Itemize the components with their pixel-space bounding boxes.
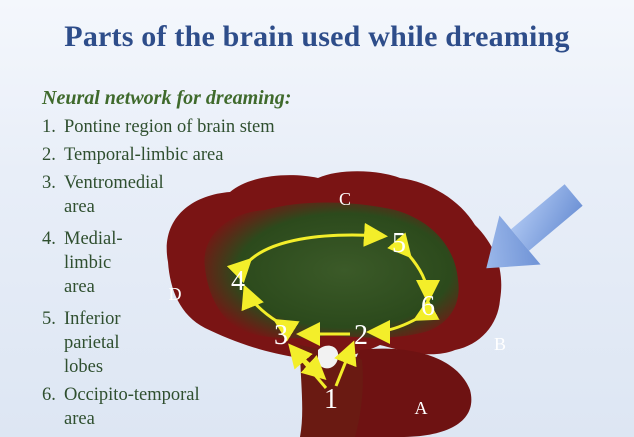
list-item-text: Occipito-temporal area (64, 385, 200, 429)
cerebellum (347, 348, 472, 437)
list-item-number: 2. (42, 145, 56, 165)
list-item-number: 6. (42, 385, 56, 405)
list-item: 1. Pontine region of brain stem (42, 115, 275, 139)
region-a-label: A (415, 398, 428, 418)
node-1: 1 (324, 384, 338, 415)
list-item-number: 5. (42, 309, 56, 329)
node-3: 3 (274, 320, 288, 351)
list-item-number: 3. (42, 173, 56, 193)
arrow-1-2 (334, 340, 357, 387)
list-item-text: Pontine region of brain stem (64, 117, 275, 137)
region-b-label: B (494, 334, 506, 354)
list-item-text: Medial- limbic area (64, 229, 123, 297)
page-title: Parts of the brain used while dreaming (64, 20, 570, 53)
arrow-4-5 (226, 222, 388, 284)
node-4: 4 (231, 266, 245, 297)
arrow-3-1 (298, 354, 327, 381)
list-item: 6. Occipito-temporal area (42, 383, 264, 431)
arrow-3-4 (241, 284, 300, 342)
node-5: 5 (392, 228, 406, 259)
list-item-text: Temporal-limbic area (64, 145, 224, 165)
list-item-text: Ventromedial area (64, 173, 164, 217)
node-6: 6 (421, 291, 435, 322)
connection-arrows (226, 222, 440, 389)
pointer-arrow (486, 184, 583, 269)
list-item: 3. Ventromedial area (42, 171, 234, 219)
list-item-number: 1. (42, 117, 56, 137)
list-item-text: Inferior parietal lobes (64, 309, 121, 377)
region-d-label: D (169, 284, 182, 304)
list-item: 4. Medial- limbic area (42, 227, 174, 299)
list-item-number: 4. (42, 229, 56, 249)
node-2: 2 (354, 320, 368, 351)
arrow-5-6 (387, 232, 440, 304)
list-item: 5. Inferior parietal lobes (42, 307, 174, 379)
list-heading: Neural network for dreaming: (42, 87, 292, 109)
region-c-label: C (339, 189, 351, 209)
list-item: 2. Temporal-limbic area (42, 143, 223, 167)
arrow-6-2 (366, 298, 440, 344)
